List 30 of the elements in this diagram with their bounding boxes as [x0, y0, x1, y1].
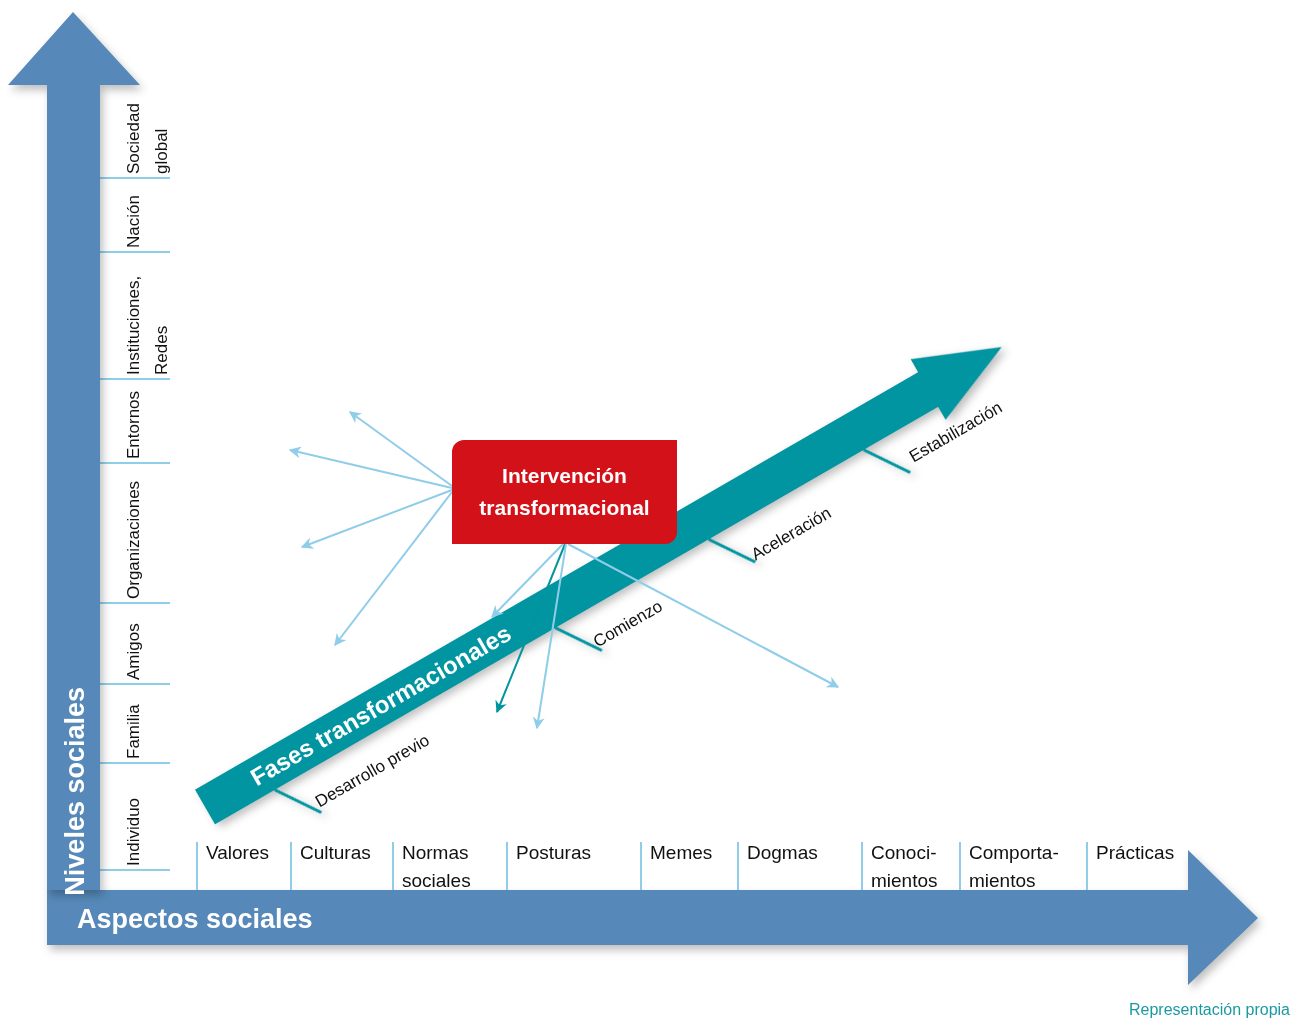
arrow: [334, 491, 453, 646]
axis-label: Memes: [650, 841, 714, 865]
axis-label: Familia: [123, 703, 144, 759]
arrow: [288, 446, 453, 489]
arrow: [300, 489, 453, 549]
axis-label: Entornos: [123, 389, 144, 459]
arrow: [532, 543, 567, 730]
arrow: [567, 543, 840, 688]
axis-label: Amigos: [123, 622, 144, 680]
axis-title: Niveles sociales: [59, 687, 91, 896]
axis-title: Aspectos sociales: [77, 903, 313, 936]
axis-label: Culturas: [300, 841, 372, 865]
axis-label: Dogmas: [747, 841, 819, 865]
axis-label: Valores: [206, 841, 270, 865]
caption: Representación propia: [1129, 1001, 1290, 1019]
axis-label: Nación: [123, 194, 144, 248]
arrow: [349, 411, 453, 487]
axis-label: Posturas: [516, 841, 592, 865]
arrow: [495, 543, 566, 714]
axis-label: Individuo: [123, 796, 144, 866]
axis-label: Conoci- mientos: [871, 841, 939, 893]
axis-label: Organizaciones: [123, 479, 144, 599]
process-box: [452, 440, 677, 544]
box-label: Intervención transformacional: [478, 463, 651, 521]
arrow: [491, 543, 564, 618]
axis-label: Normas sociales: [402, 841, 472, 893]
axis-label: Instituciones, Redes: [123, 274, 172, 375]
axis-label: Prácticas: [1096, 841, 1176, 865]
axis-label: Comporta- mientos: [969, 841, 1060, 893]
axis-label: Sociedad global: [123, 102, 172, 174]
